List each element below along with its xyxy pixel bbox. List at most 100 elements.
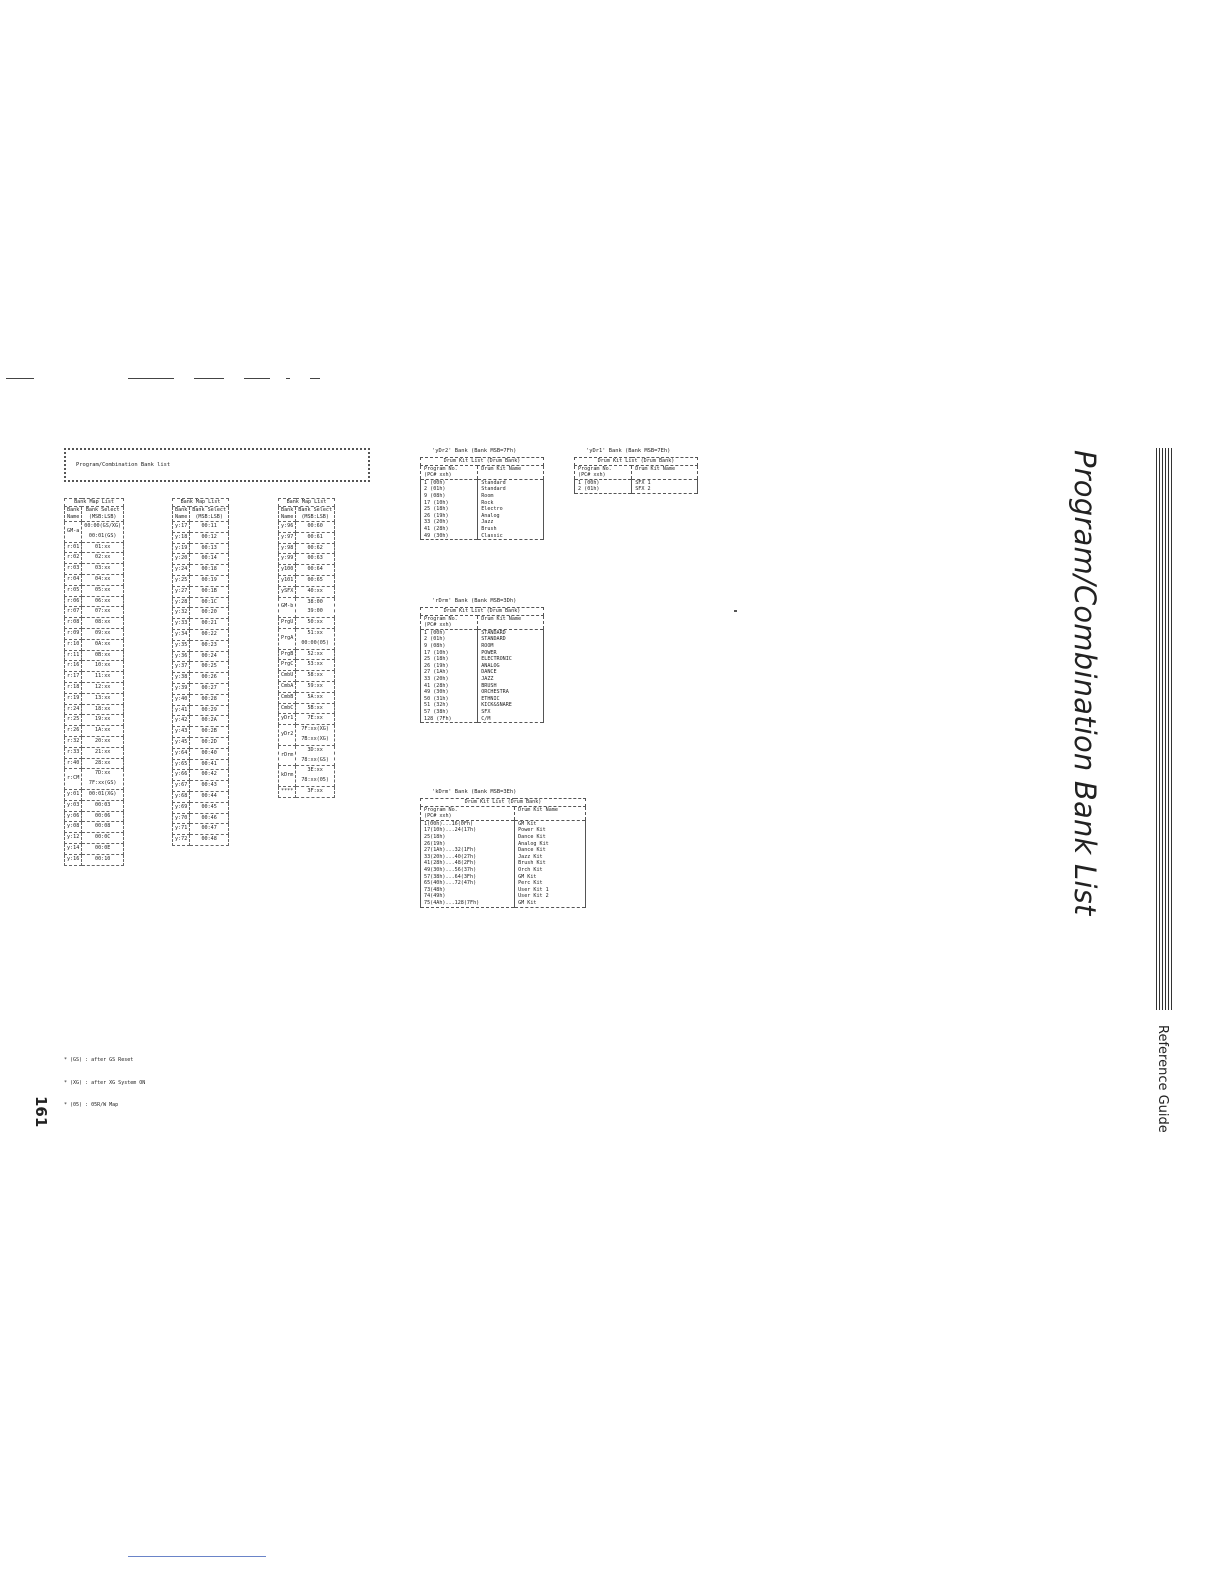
bank-map-title: Bank Map List: [277, 498, 336, 507]
kit-name-cell: Dance Kit: [514, 833, 586, 841]
kit-name-cell: SFX: [477, 708, 544, 716]
kit-name-cell: Dance Kit: [514, 847, 586, 854]
program-no-cell: 75(4Ah)...128(7Fh): [419, 899, 516, 908]
bank-select-cell: 00:40: [189, 747, 230, 760]
program-no-cell: 1(00h)...16(0Fh): [419, 820, 516, 828]
drum-list-caption: Drum Kit List (Drum Bank): [420, 798, 586, 807]
bank-name-cell: PrgU: [277, 617, 297, 629]
bank-name-cell: y:16: [63, 853, 83, 866]
bank-name-cell: PrgB: [277, 648, 297, 661]
bank-select-cell: 00:27: [189, 682, 230, 695]
bank-select-cell: 51:xx 00:00(05): [295, 627, 336, 650]
table-row: 33 (20h)Jazz: [419, 519, 544, 526]
bank-name-cell: y:97: [277, 531, 297, 544]
kit-name-cell: STANDARD: [477, 636, 544, 643]
program-no-cell: 9 (08h): [419, 642, 479, 650]
table-row: 41 (28h)Brush: [419, 525, 544, 533]
kit-name-cell: ANALOG: [477, 662, 544, 670]
bank-select-cell: 00:0C: [81, 832, 125, 844]
program-no-cell: 26 (19h): [419, 512, 479, 520]
bank-name-cell: r:18: [63, 681, 83, 694]
bank-name-cell: y:69: [171, 801, 191, 814]
table-row: 51 (32h)KICK&SNARE: [419, 702, 544, 709]
program-no-cell: 33 (20h): [419, 519, 479, 526]
bank-select-cell: 00:06: [81, 810, 125, 823]
bottom-link-rule: [128, 1556, 266, 1557]
bank-name-cell: y:41: [171, 704, 191, 717]
bank-name-cell: r:05: [63, 584, 83, 597]
bank-select-cell: 03:xx: [81, 563, 125, 575]
table-row: 1 (00h)SFX 1: [573, 479, 698, 487]
bank-select-cell: 59:xx: [295, 680, 336, 693]
kit-name-cell: GM Kit: [514, 820, 586, 828]
kit-name-cell: Rock: [477, 499, 544, 507]
drum-kit-table: Drum Kit List (Drum Bank)Program No. (PC…: [419, 798, 586, 908]
drum-list-caption: Drum Kit List (Drum Bank): [420, 607, 544, 616]
kit-name-cell: KICK&SNARE: [477, 702, 544, 709]
bank-select-cell: 00:01(XG): [81, 788, 125, 801]
program-no-cell: 33(20h)...40(27h): [419, 853, 516, 861]
scan-rule: [244, 378, 270, 379]
bank-select-cell: 00:64: [295, 564, 336, 576]
bank-name-cell: y:08: [63, 821, 83, 834]
kit-name-cell: ROOM: [477, 642, 544, 650]
program-no-cell: 50 (31h): [419, 695, 479, 703]
table-row: 17 (10h)POWER: [419, 649, 544, 657]
header-program-no: Program No. (PC# xxh): [419, 805, 516, 821]
header-kit-name: Drum Kit Name: [514, 805, 586, 821]
bank-name-cell: y:99: [277, 553, 297, 566]
bank-select-cell: 05:xx: [81, 584, 125, 597]
table-row: 41 (28h)BRUSH: [419, 682, 544, 690]
bank-name-cell: y:39: [171, 682, 191, 695]
bank-select-cell: 38:00 39:00: [295, 596, 336, 619]
bank-select-cell: 00:45: [189, 801, 230, 814]
program-no-cell: 57 (38h): [419, 708, 479, 716]
program-no-cell: 25 (18h): [419, 506, 479, 513]
bank-name-cell: y:37: [171, 661, 191, 674]
bank-name-cell: y:71: [171, 823, 191, 836]
program-no-cell: 49 (30h): [419, 689, 479, 696]
kit-name-cell: GM Kit: [514, 873, 586, 881]
bank-name-cell: y:01: [63, 788, 83, 801]
bank-select-cell: 3D:xx 78:xx(GS): [295, 744, 336, 767]
bank-select-cell: 00:44: [189, 790, 230, 803]
program-no-cell: 1 (00h): [419, 629, 479, 637]
program-no-cell: 49 (30h): [419, 532, 479, 541]
kit-name-cell: ETHNIC: [477, 695, 544, 703]
drum-kit-table: Drum Kit List (Drum Bank)Program No. (PC…: [419, 607, 544, 724]
bank-name-cell: GM-b: [277, 596, 297, 619]
kit-name-cell: Classic: [477, 532, 544, 541]
table-row: 17 (10h)Rock: [419, 499, 544, 507]
bank-select-cell: 00:20: [189, 607, 230, 620]
program-no-cell: 73(48h): [419, 886, 516, 894]
drum-list-heading: 'rDrm' Bank (Bank MSB=3Dh): [432, 598, 517, 604]
bank-select-cell: 00:12: [189, 531, 230, 544]
bank-select-cell: 00:41: [189, 758, 230, 771]
kit-name-cell: Brush: [477, 525, 544, 533]
kit-name-cell: JAZZ: [477, 675, 544, 683]
program-no-cell: 49(30h)...56(37h): [419, 866, 516, 874]
kit-name-cell: POWER: [477, 649, 544, 657]
bank-map-title: Bank Map List: [171, 498, 230, 507]
table-row: 26 (19h)ANALOG: [419, 662, 544, 670]
scan-rule: [194, 378, 224, 379]
program-no-cell: 26 (19h): [419, 662, 479, 670]
bank-name-cell: y:35: [171, 639, 191, 652]
table-row: ****3F:xx: [277, 785, 336, 798]
bank-select-cell: 00:47: [189, 823, 230, 836]
